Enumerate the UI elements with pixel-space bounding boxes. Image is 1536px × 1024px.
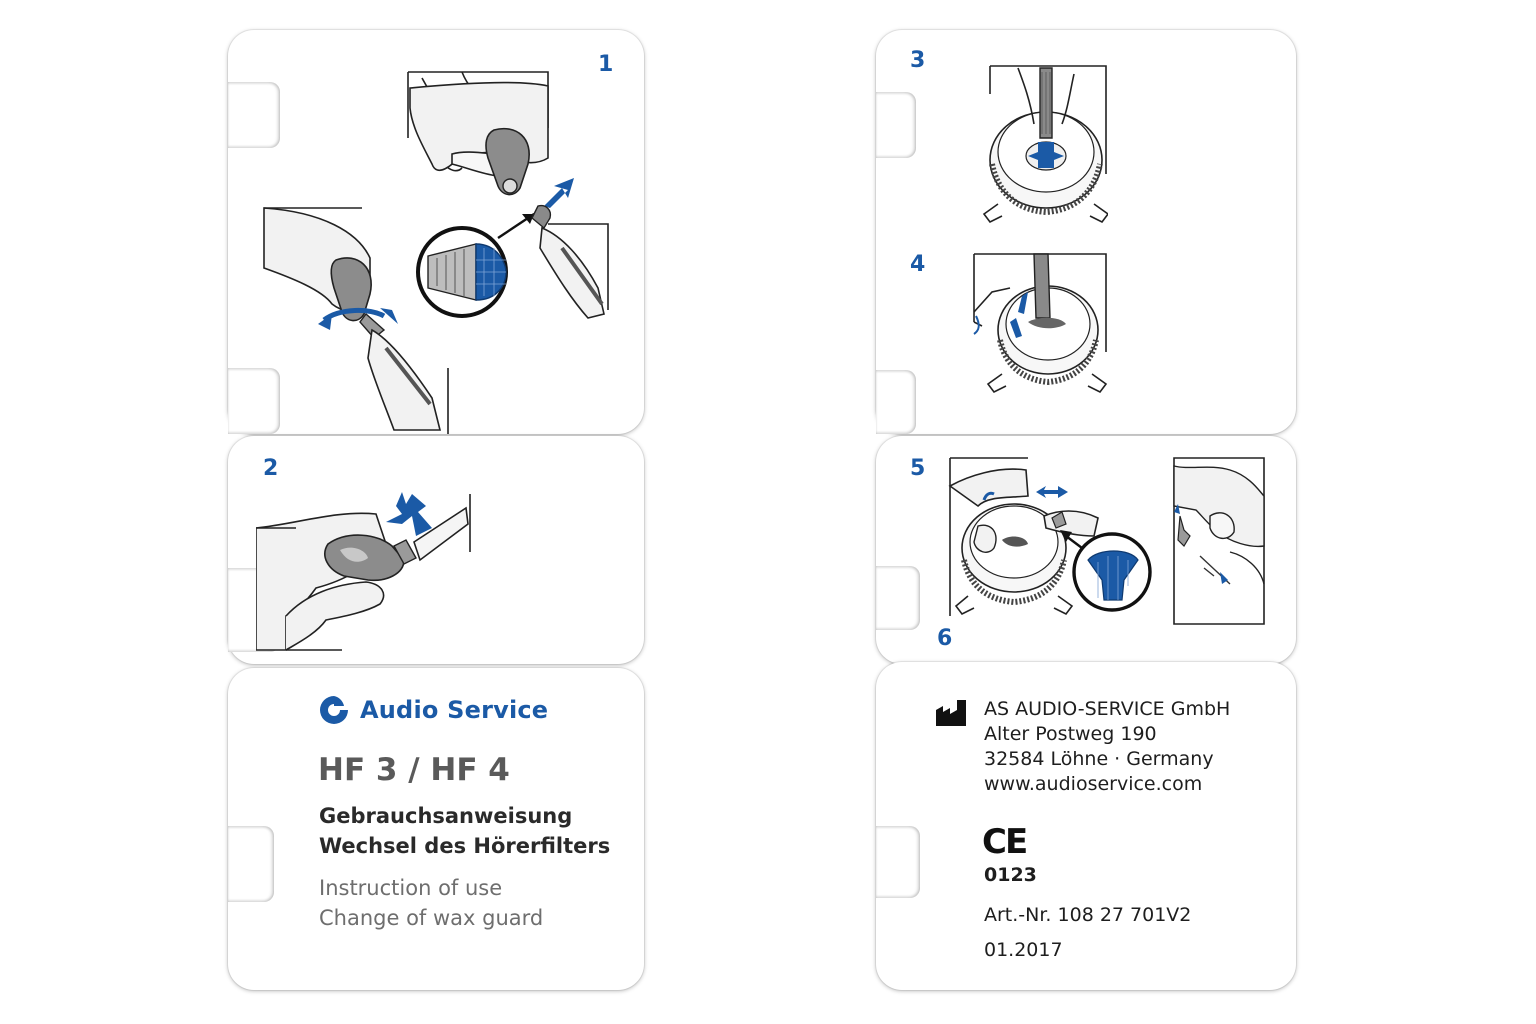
audio-service-logo-icon	[320, 696, 348, 724]
step-5-illustration	[948, 457, 1152, 616]
step-1-illustration	[263, 71, 609, 434]
step-6-illustration	[1173, 457, 1265, 625]
manufacturer-website: www.audioservice.com	[984, 773, 1203, 795]
issue-date: 01.2017	[984, 939, 1063, 961]
card-notch	[876, 92, 916, 158]
card-notch	[228, 826, 274, 902]
card-notch	[228, 368, 280, 434]
ce-mark: CE	[982, 822, 1028, 862]
step-2-illustration	[256, 492, 471, 651]
step-number-4: 4	[910, 252, 926, 277]
manufacturer-name: AS AUDIO-SERVICE GmbH	[984, 698, 1231, 720]
step-3-illustration	[982, 65, 1108, 224]
card-notch	[876, 566, 920, 630]
title-de-line-2: Wechsel des Hörerfilters	[319, 834, 611, 858]
step-number-5: 5	[910, 456, 926, 481]
manufacturer-city: 32584 Löhne · Germany	[984, 748, 1214, 770]
brand-logo: Audio Service	[318, 694, 548, 726]
manufacturer-street: Alter Postweg 190	[984, 723, 1157, 745]
manufacturer-factory-icon	[936, 700, 966, 726]
card-notch	[876, 370, 916, 434]
step-number-1: 1	[598, 52, 614, 77]
step-number-2: 2	[263, 456, 279, 481]
brand-name: Audio Service	[360, 696, 549, 724]
title-en-line-2: Change of wax guard	[319, 906, 544, 930]
title-en-line-1: Instruction of use	[319, 876, 503, 900]
card-notch	[876, 826, 920, 898]
card-cover	[228, 668, 644, 990]
step-number-3: 3	[910, 48, 926, 73]
card-notch	[228, 82, 280, 148]
product-model: HF 3 / HF 4	[318, 752, 510, 788]
step-4-illustration	[973, 253, 1108, 394]
notified-body-number: 0123	[984, 864, 1037, 886]
title-de-line-1: Gebrauchsanweisung	[319, 804, 573, 828]
step-number-6: 6	[937, 626, 953, 651]
article-number: Art.-Nr. 108 27 701V2	[984, 904, 1192, 926]
